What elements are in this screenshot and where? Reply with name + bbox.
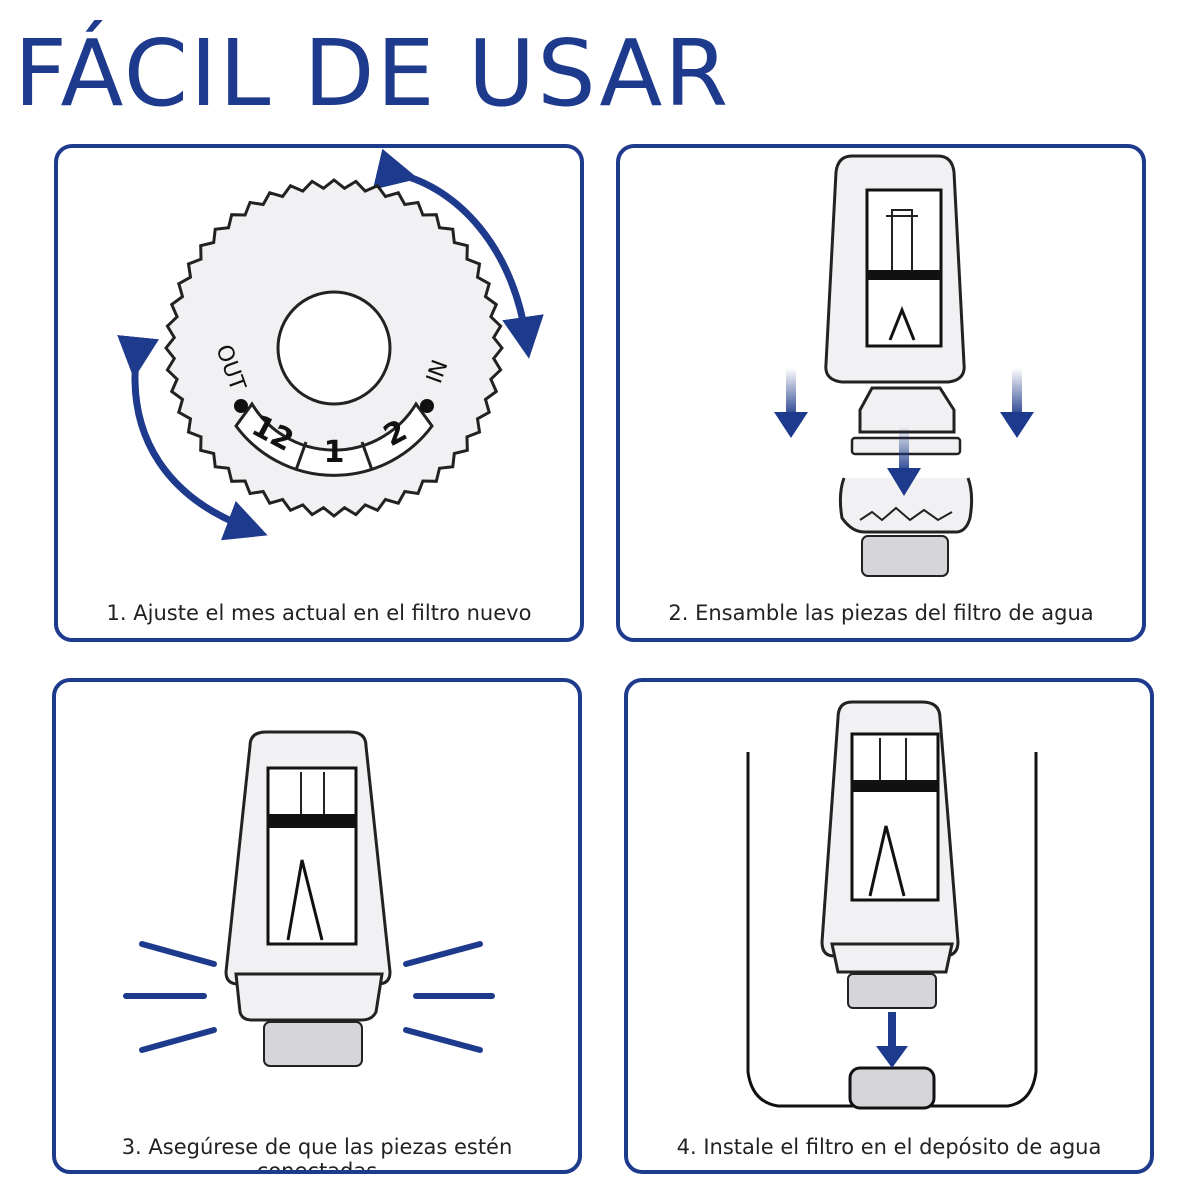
- step-2-illustration: [774, 154, 1034, 577]
- filter-base: [838, 477, 974, 577]
- step-4-panel: 4. Instale el filtro en el depósito de a…: [624, 678, 1154, 1174]
- step-1-illustration: 12 1 2 OUT IN: [117, 148, 544, 541]
- step-3-caption: 3. Asegúrese de que las piezas estén con…: [121, 1135, 513, 1174]
- month-dial: 12 1 2 OUT IN: [164, 178, 504, 518]
- month-1-label: 1: [324, 435, 345, 470]
- step-2-panel: 2. Ensamble las piezas del filtro de agu…: [616, 144, 1146, 642]
- step-1-panel: 12 1 2 OUT IN 1. Ajuste el mes actual en…: [54, 144, 584, 642]
- insert-arrow-icon: [876, 1012, 908, 1068]
- down-arrow-icon: [774, 368, 1034, 496]
- step-1-caption: 1. Ajuste el mes actual en el filtro nue…: [106, 601, 532, 625]
- in-dot: [420, 399, 434, 413]
- step-4-illustration: [746, 700, 1038, 1110]
- out-dot: [234, 399, 248, 413]
- filter-assembled: [224, 730, 392, 1067]
- click-lines-icon: [123, 941, 495, 1053]
- page-title: FÁCIL DE USAR: [14, 20, 731, 127]
- step-2-caption: 2. Ensamble las piezas del filtro de agu…: [668, 601, 1094, 625]
- step-4-caption: 4. Instale el filtro en el depósito de a…: [676, 1135, 1102, 1159]
- reservoir-socket: [848, 1066, 936, 1110]
- step-3-panel: 3. Asegúrese de que las piezas estén con…: [52, 678, 582, 1174]
- filter-cartridge: [824, 154, 966, 384]
- step-3-illustration: [123, 730, 495, 1067]
- rotate-arrows-icon: [117, 148, 544, 541]
- filter-assembled: [820, 700, 960, 1009]
